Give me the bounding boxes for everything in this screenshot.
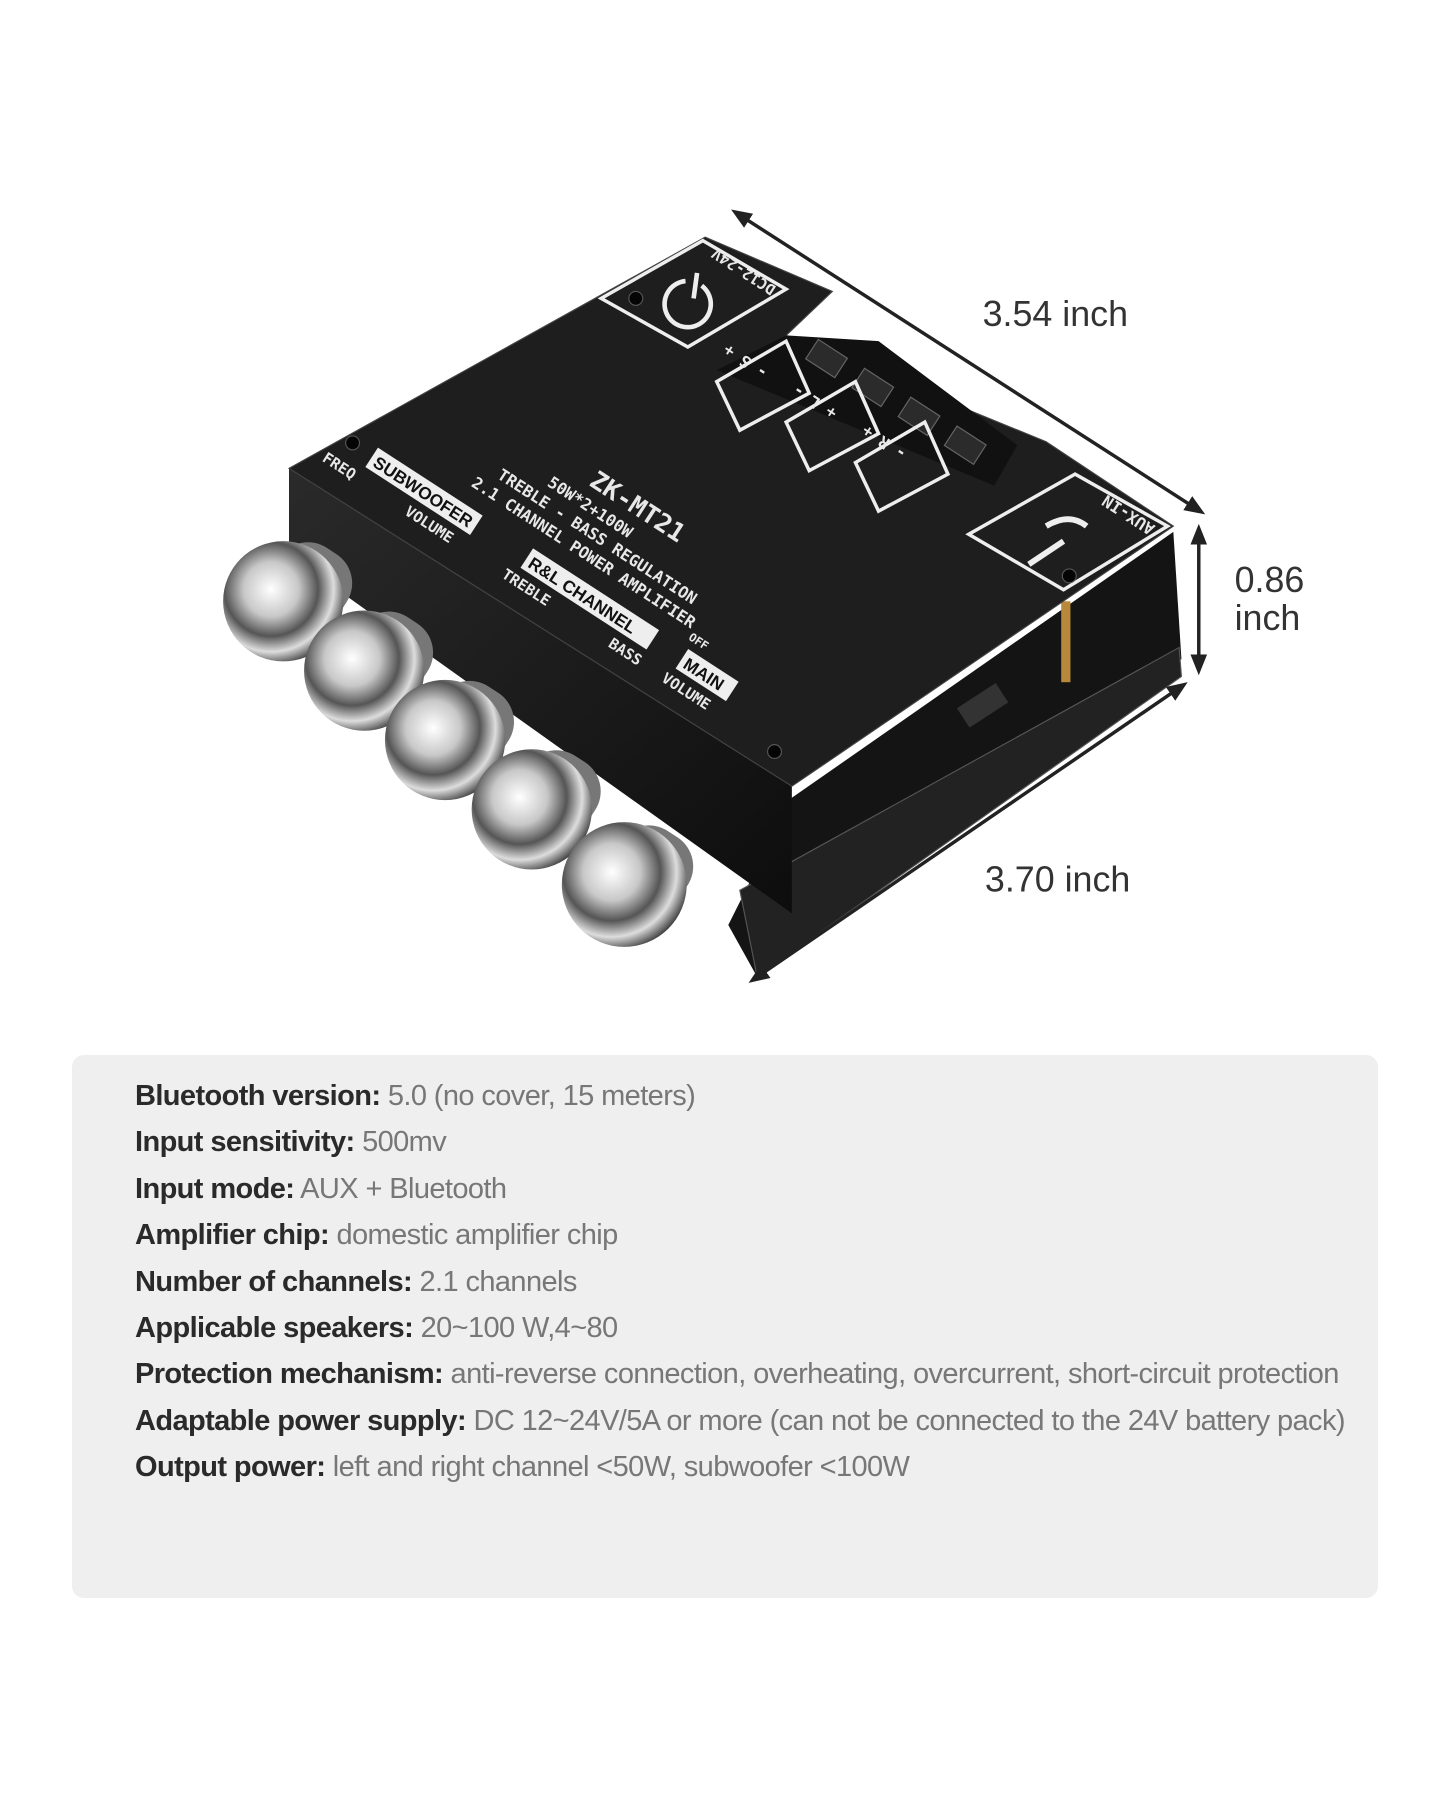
spec-value: 20~100 W,4~80 <box>413 1312 619 1345</box>
spec-input-mode: Input mode: AUX + Bluetooth <box>135 1166 1348 1212</box>
spec-input-sensitivity: Input sensitivity: 500mv <box>135 1119 1348 1165</box>
front-panel <box>289 468 792 914</box>
spec-value: left and right channel <50W, subwoofer <… <box>325 1451 910 1484</box>
spec-label: Input mode: <box>135 1172 295 1205</box>
spec-value: 500mv <box>354 1126 447 1159</box>
knob-main-volume[interactable] <box>561 812 707 947</box>
height-label-line2: inch <box>1235 598 1301 638</box>
spec-label: Bluetooth version: <box>135 1080 381 1112</box>
spec-label: Number of channels: <box>135 1265 413 1298</box>
width-dimension-line <box>748 682 1188 983</box>
spec-value: anti-reverse connection, overheating, ov… <box>443 1358 1340 1391</box>
knob-sub-freq[interactable] <box>223 529 365 662</box>
spec-amplifier-chip: Amplifier chip: domestic amplifier chip <box>135 1212 1348 1258</box>
spec-label: Applicable speakers: <box>135 1312 414 1345</box>
specs-list: Bluetooth version: 5.0 (no cover, 15 met… <box>135 1073 1348 1491</box>
spec-value: 2.1 channels <box>412 1265 577 1298</box>
spec-label: Input sensitivity: <box>135 1126 355 1159</box>
spec-value: domestic amplifier chip <box>329 1219 618 1252</box>
knob-treble[interactable] <box>384 668 527 801</box>
height-label-line1: 0.86 <box>1235 560 1305 600</box>
spec-label: Amplifier chip: <box>135 1219 330 1252</box>
spec-label: Adaptable power supply: <box>135 1404 467 1437</box>
spec-output-power: Output power: left and right channel <50… <box>135 1444 1348 1490</box>
spec-label: Protection mechanism: <box>135 1358 444 1391</box>
knob-sub-volume[interactable] <box>304 598 446 731</box>
length-dimension-line <box>731 209 1206 515</box>
knob-bass[interactable] <box>471 737 614 870</box>
headphone-jack-icon <box>1027 516 1089 567</box>
spec-bluetooth-version: Bluetooth version: 5.0 (no cover, 15 met… <box>135 1073 1348 1119</box>
spec-value: 5.0 (no cover, 15 meters) <box>380 1080 696 1112</box>
spec-value: DC 12~24V/5A or more (can not be connect… <box>466 1404 1345 1437</box>
specs-panel: Bluetooth version: 5.0 (no cover, 15 met… <box>72 1055 1378 1598</box>
spec-power-supply: Adaptable power supply: DC 12~24V/5A or … <box>135 1398 1348 1444</box>
width-label: 3.70 inch <box>985 859 1130 899</box>
knobs <box>223 529 707 947</box>
spec-protection: Protection mechanism: anti-reverse conne… <box>135 1351 1348 1397</box>
spec-label: Output power: <box>135 1451 326 1484</box>
power-icon <box>662 272 714 330</box>
length-label: 3.54 inch <box>983 294 1128 334</box>
spec-channels: Number of channels: 2.1 channels <box>135 1259 1348 1305</box>
spec-applicable-speakers: Applicable speakers: 20~100 W,4~80 <box>135 1305 1348 1351</box>
spec-value: AUX + Bluetooth <box>294 1172 507 1205</box>
